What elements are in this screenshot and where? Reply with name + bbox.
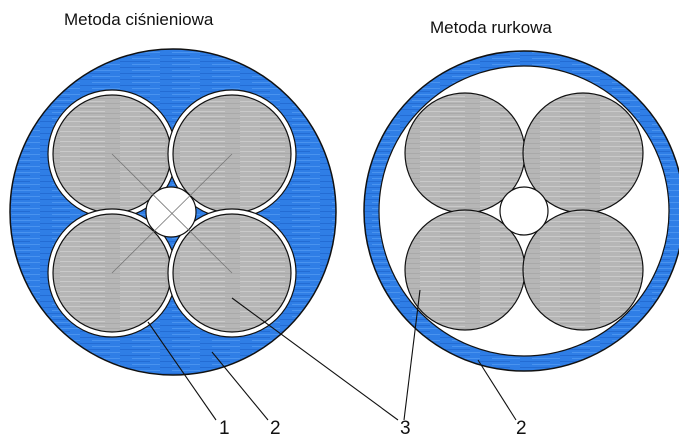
leader-3-right	[403, 289, 421, 421]
callout-2-right: 2	[516, 418, 527, 436]
leader-2-right	[477, 359, 517, 421]
pressure-method-title: Metoda ciśnieniowa	[64, 10, 214, 29]
tube-method-cable	[363, 50, 679, 372]
callout-2-left: 2	[270, 418, 281, 436]
tube-conductor-bottom-right	[522, 209, 644, 331]
pressure-diagonal-guides	[111, 153, 233, 274]
leader-1	[147, 321, 217, 421]
callout-leader-lines	[147, 289, 517, 421]
leader-2-left	[211, 351, 269, 421]
pressure-method-cable	[9, 48, 337, 376]
tube-method-title: Metoda rurkowa	[430, 18, 552, 37]
callout-1: 1	[219, 418, 230, 436]
tube-center-filler	[499, 186, 549, 236]
leader-3-left	[231, 297, 399, 421]
callout-3: 3	[400, 418, 411, 436]
